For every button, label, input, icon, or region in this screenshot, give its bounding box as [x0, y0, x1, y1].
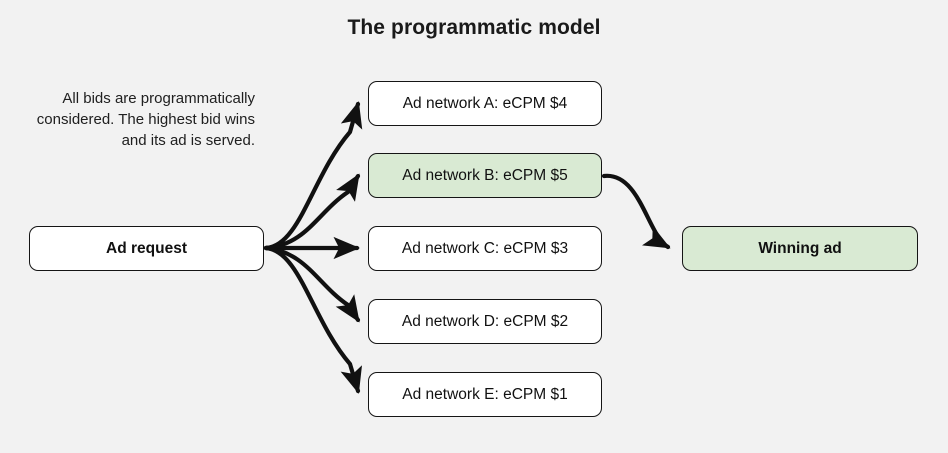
diagram-caption: All bids are programmatically considered…	[36, 90, 255, 149]
node-ad-network-c[interactable]: Ad network C: eCPM $3	[368, 226, 602, 271]
node-winning-ad[interactable]: Winning ad	[682, 226, 918, 271]
node-ad-network-e-label: Ad network E: eCPM $1	[402, 385, 568, 403]
node-ad-network-c-label: Ad network C: eCPM $3	[401, 239, 569, 257]
node-ad-network-d-label: Ad network D: eCPM $2	[401, 312, 569, 330]
node-ad-network-b[interactable]: Ad network B: eCPM $5	[368, 153, 602, 198]
edge-ad-request-to-network-a	[263, 101, 363, 251]
edge-ad-request-to-network-b	[263, 173, 361, 251]
node-ad-network-a-label: Ad network A: eCPM $4	[402, 94, 568, 112]
edge-ad-request-to-network-d	[263, 245, 361, 323]
edge-network-b-to-winning-ad	[601, 173, 671, 250]
node-ad-request[interactable]: Ad request	[29, 226, 264, 271]
edge-ad-request-to-network-e	[263, 245, 362, 394]
node-ad-network-a[interactable]: Ad network A: eCPM $4	[368, 81, 602, 126]
node-ad-network-e[interactable]: Ad network E: eCPM $1	[368, 372, 602, 417]
node-ad-request-label: Ad request	[106, 239, 187, 257]
node-ad-network-b-label: Ad network B: eCPM $5	[402, 166, 568, 184]
node-winning-ad-label: Winning ad	[758, 239, 842, 257]
page-title: The programmatic model	[347, 16, 601, 39]
node-ad-network-d[interactable]: Ad network D: eCPM $2	[368, 299, 602, 344]
